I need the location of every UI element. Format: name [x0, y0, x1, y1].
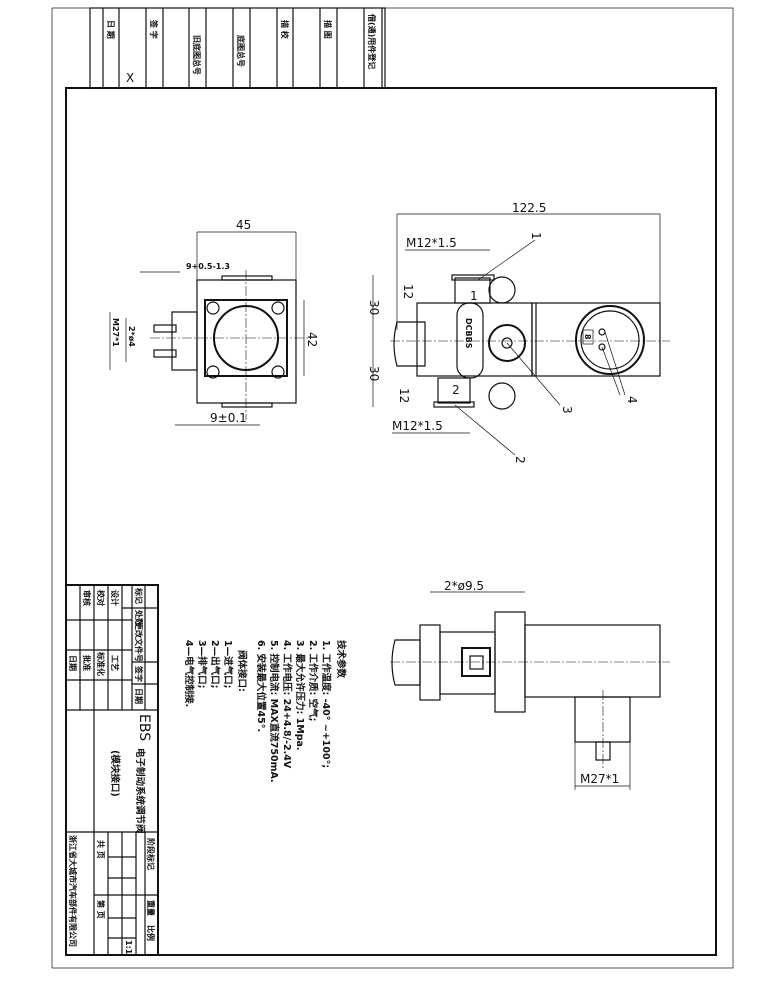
dim-pin-diameter: 2*ø4 [127, 326, 136, 347]
dim-hole-diameter: 2*ø9.5 [444, 579, 484, 593]
tech-note-3: 3. 最大允许压力: 1Mpa. [294, 640, 306, 751]
dim-height-42: 42 [305, 332, 319, 347]
callout-4: 4 [625, 396, 639, 404]
top-register-strip: 日 期 X 签 字 旧底图总号 底图总号 描 校 描 图 借(通)用件登记 [89, 7, 386, 89]
tb-weight: 重量 [146, 900, 156, 916]
dim-side-thread: M27*1 [111, 318, 120, 347]
dim-length-122-5: 122.5 [512, 201, 546, 215]
port-item-1: 1—进气口; [222, 640, 234, 688]
tech-note-4: 4. 工作电压: 24+4.8/-2.4V [281, 640, 293, 769]
label-date: 日 期 [106, 20, 116, 39]
product-name: 电子制动系统调节阀 [134, 748, 146, 834]
inner-frame [65, 87, 717, 956]
front-view [372, 213, 670, 456]
title-block: 标记 处数 更改文件号 签字 日期 设计 校对 审核 工艺 标准化 批准 日期 … [65, 584, 159, 956]
port-item-2: 2—出气口; [209, 640, 221, 688]
company-name: 浙江省大城市汽车部件有限公司 [68, 835, 78, 947]
label-old-base-drawing-no: 旧底图总号 [192, 35, 202, 75]
side-view [109, 231, 310, 426]
tb-role-date: 日期 [68, 655, 78, 671]
tb-scale: 比例 [146, 925, 156, 941]
dim-half-height-bottom: 30 [367, 366, 381, 381]
tech-note-6: 6. 安装最大位置45°. [255, 640, 267, 732]
product-sub: (模块接口) [109, 750, 121, 797]
tb-total-pages: 共 页 [96, 840, 106, 859]
tb-role-standard: 标准化 [96, 651, 106, 676]
tb-role-design: 设计 [110, 590, 120, 606]
callout-2: 2 [513, 456, 527, 464]
tech-note-5: 5. 控制电流: MAX直流750mA. [268, 640, 280, 783]
port2-mark: 2 [452, 383, 460, 397]
label-trace: 描 图 [323, 20, 333, 39]
label-trace-check: 描 校 [280, 20, 290, 40]
port1-mark: 1 [470, 289, 478, 303]
port-item-3: 3—排气口; [196, 640, 208, 688]
dim-half-height-top: 30 [367, 300, 381, 315]
dim-pin-length: 9+0.5-1.3 [186, 262, 230, 271]
outer-border [51, 7, 734, 969]
dim-width-45: 45 [236, 218, 251, 232]
tb-row-signature: 签字 [134, 665, 144, 682]
tb-row-date: 日期 [134, 688, 144, 704]
callout-1: 1 [529, 232, 543, 240]
tb-role-approve: 批准 [82, 655, 92, 671]
tech-note-1: 1. 工作温度: -40° ~+100°; [320, 640, 332, 768]
tb-row-change-doc: 更改文件号 [134, 622, 144, 662]
tb-page-no: 第 页 [96, 900, 106, 919]
dim-port-thread-top: M12*1.5 [406, 236, 457, 250]
dim-port-thread-bottom: M12*1.5 [392, 419, 443, 433]
tb-role-process: 工艺 [110, 655, 120, 671]
port-item-4: 4—电气控制接. [183, 640, 195, 707]
tb-stage-mark: 阶段标记 [146, 838, 156, 870]
label-shared-parts: 借(通)用件登记 [367, 13, 377, 69]
cross-mark: X [126, 71, 134, 85]
tech-notes-title: 技术参数 [335, 640, 347, 679]
body-marking: DCBBS [464, 318, 473, 349]
tb-role-review: 审核 [82, 590, 92, 606]
dim-port-depth-bottom: 12 [397, 388, 411, 403]
tb-role-proof: 校对 [96, 590, 106, 606]
technical-notes: 技术参数 1. 工作温度: -40° ~+100°; 2. 工作介质: 空气; … [183, 640, 347, 783]
tb-row-count: 处数 [134, 609, 144, 627]
label-base-drawing-no: 底图总号 [236, 34, 246, 67]
connector-mark: 8 [583, 334, 592, 340]
label-signature: 签 字 [149, 19, 159, 39]
bottom-view [390, 591, 670, 790]
dim-offset: 9±0.1 [210, 411, 247, 425]
product-code: EBS [136, 714, 152, 741]
dim-port-depth-top: 12 [401, 284, 415, 299]
tech-note-2: 2. 工作介质: 空气; [307, 640, 319, 721]
ports-title: 阀体接口: [236, 650, 248, 692]
tb-scale-value: 1:1 [124, 940, 133, 955]
tb-row-mark: 标记 [134, 587, 144, 604]
callout-3: 3 [560, 406, 574, 414]
dim-bottom-thread: M27*1 [580, 772, 619, 786]
